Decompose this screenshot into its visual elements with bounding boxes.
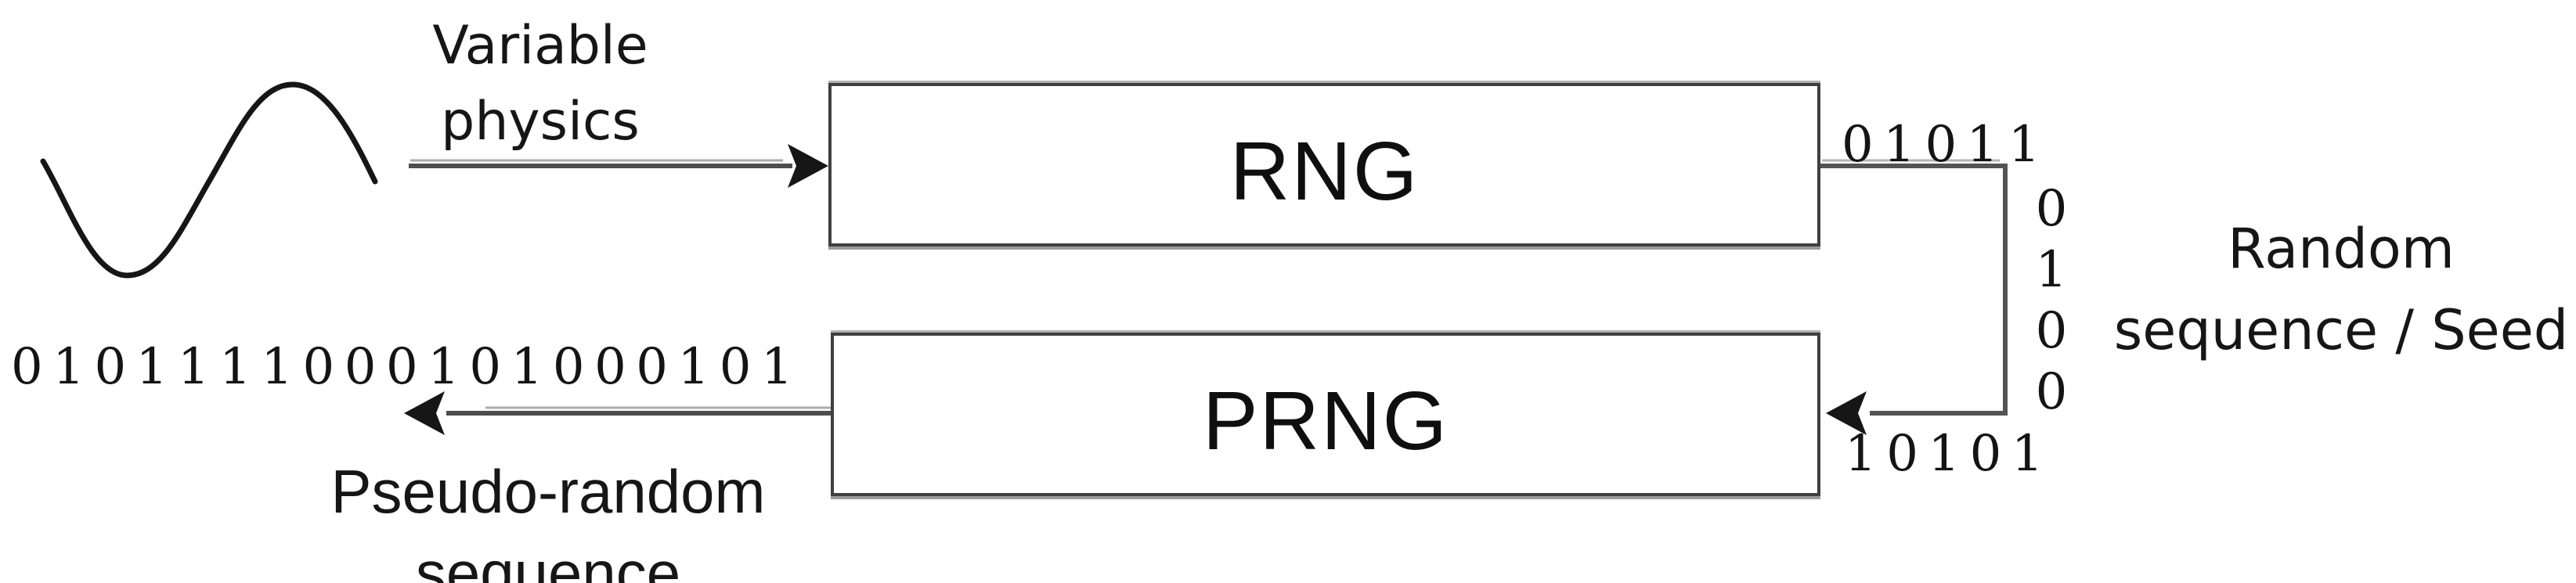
variable-physics-label: Variable physics (345, 8, 736, 160)
variable-physics-line1: Variable (432, 15, 648, 77)
pseudo-random-line1: Pseudo-random (330, 457, 766, 526)
prng-box: PRNG (831, 333, 1820, 496)
seed-bit: 1 (2035, 241, 2068, 299)
prng-label: PRNG (1202, 374, 1449, 467)
seed-arrowhead-icon (1826, 391, 1867, 435)
input-arrowhead-icon (788, 144, 828, 188)
seed-bit: 0 (2035, 363, 2068, 421)
seed-bits-bottom: 10101 (1845, 425, 2054, 483)
rng-label: RNG (1229, 124, 1420, 218)
random-seed-line2: sequence / Seed (2113, 298, 2569, 362)
seed-bits-column: 0 1 0 0 (2012, 178, 2091, 423)
output-bits: 0101111000101000101 (11, 338, 803, 396)
pseudo-random-line2: sequence (415, 538, 681, 583)
seed-connector-line (1819, 164, 2008, 416)
variable-physics-line2: physics (441, 91, 640, 153)
random-seed-label: Random sequence / Seed (2106, 208, 2576, 371)
random-seed-line1: Random (2228, 217, 2455, 281)
output-arrowhead-icon (404, 391, 445, 435)
sine-wave-icon (40, 81, 378, 279)
seed-bit: 0 (2035, 180, 2068, 238)
rng-box: RNG (828, 83, 1820, 247)
seed-bits-top: 01011 (1842, 116, 2051, 174)
pseudo-random-label: Pseudo-random sequence (305, 451, 791, 583)
seed-bit: 0 (2035, 302, 2068, 360)
